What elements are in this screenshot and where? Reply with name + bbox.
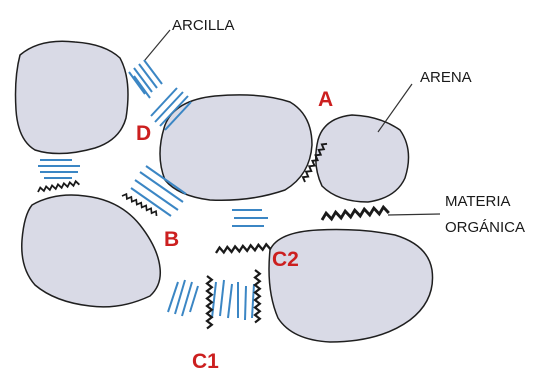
bond-label-d: D [136, 122, 151, 145]
bond-label-c2: C2 [272, 248, 299, 271]
organic-c1-left [207, 276, 212, 329]
particle-top-left [16, 41, 129, 153]
particle-right-sand [316, 115, 409, 202]
leader-organic [388, 214, 440, 215]
leader-clay [145, 30, 170, 60]
particles [16, 41, 433, 342]
organic-left [37, 181, 79, 192]
bond-label-a: A [318, 88, 333, 111]
label-organic-line2: ORGÁNICA [445, 219, 525, 236]
leader-sand [378, 84, 412, 132]
clay-bundle-d-upper [129, 60, 162, 98]
bond-label-b: B [164, 228, 179, 251]
organic-c2 [216, 244, 271, 253]
clay-bundle-left [38, 160, 80, 178]
label-organic-line1: MATERIA [445, 193, 511, 210]
label-sand: ARENA [420, 69, 472, 86]
label-clay: ARCILLA [172, 17, 235, 34]
particle-bottom-right [269, 230, 433, 342]
clay-bundle-c2 [232, 210, 268, 226]
organic-right [321, 207, 389, 220]
particle-bottom-left [22, 195, 161, 307]
bond-label-c1: C1 [192, 350, 219, 373]
organic-c1-right [255, 270, 260, 323]
